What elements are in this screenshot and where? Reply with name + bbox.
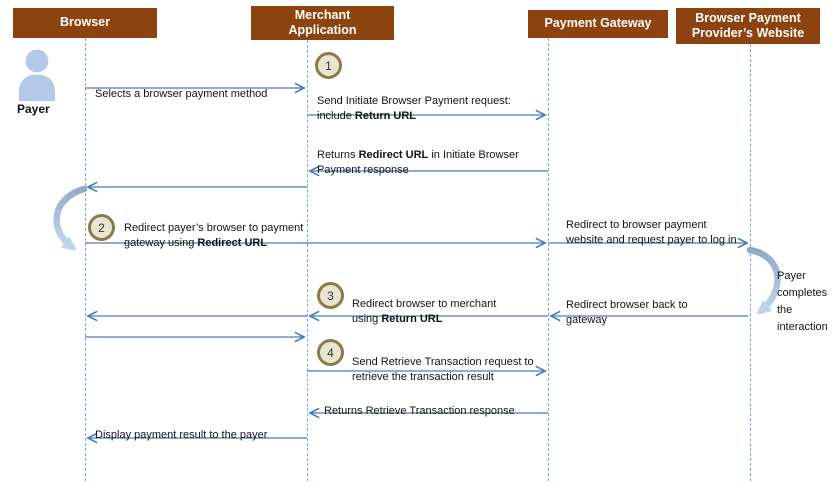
actor-header-browser: Browser <box>13 8 157 38</box>
message-label-redirect-back: Redirect browser back to gateway <box>566 299 688 326</box>
step-circle-3: 3 <box>317 282 344 309</box>
lifeline-provider-website <box>750 44 751 481</box>
browser-redirect-curved-arrow-icon <box>53 185 88 251</box>
step-circle-4: 4 <box>317 339 344 366</box>
payer-person-icon <box>19 49 55 101</box>
actor-header-merchant-application: Merchant Application <box>251 6 394 40</box>
actor-header-payment-gateway: Payment Gateway <box>528 10 668 38</box>
message-label-initiate-response: Returns Redirect URL in Initiate Browser… <box>317 149 519 176</box>
payer-label: Payer <box>17 102 50 116</box>
message-label-display-result: Display payment result to the payer <box>95 429 268 441</box>
payer-interaction-curved-arrow-icon <box>746 246 781 315</box>
message-label-redirect-to-provider: Redirect to browser payment website and … <box>566 219 737 246</box>
message-label-retrieve-request: Send Retrieve Transaction request to ret… <box>352 356 534 383</box>
message-label-initiate-request: Send Initiate Browser Payment request: i… <box>317 95 511 122</box>
lifeline-payment-gateway <box>548 38 549 481</box>
annotation-payer-completes: Payer completes the interaction <box>777 270 828 333</box>
message-label-redirect-to-gateway: Redirect payer’s browser to payment gate… <box>124 222 304 249</box>
lifeline-browser <box>85 38 86 481</box>
step-circle-1: 1 <box>315 52 342 79</box>
actor-header-browser-payment-provider: Browser Payment Provider’s Website <box>676 8 820 44</box>
message-label-retrieve-response: Returns Retrieve Transaction response <box>324 405 515 417</box>
step-circle-2: 2 <box>88 214 115 241</box>
lifeline-merchant-application <box>307 40 308 481</box>
message-label-redirect-to-merchant: Redirect browser to merchant using Retur… <box>352 298 497 325</box>
message-label-select-method: Selects a browser payment method <box>95 88 268 100</box>
